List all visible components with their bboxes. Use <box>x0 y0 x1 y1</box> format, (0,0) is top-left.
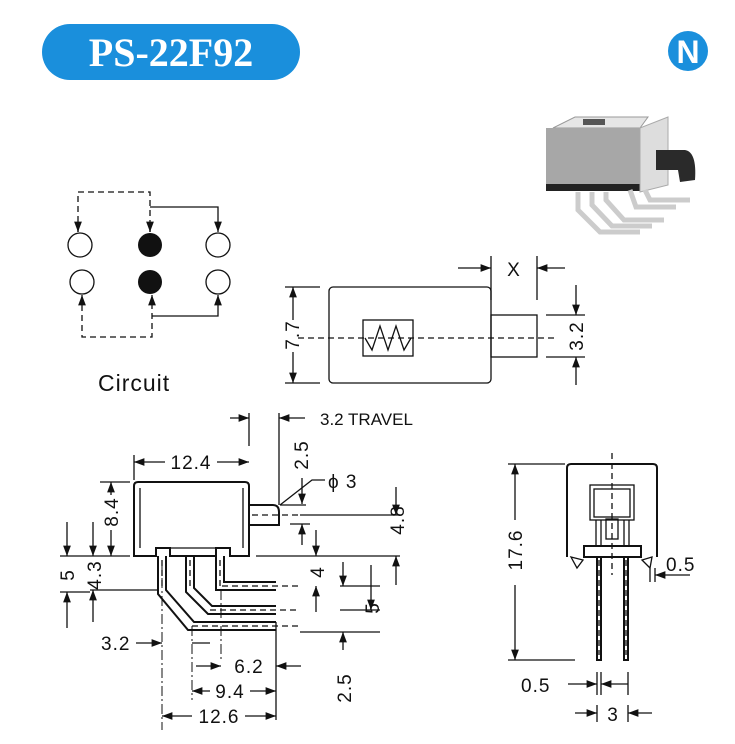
body-length-12-4: 12.4 <box>171 453 212 474</box>
model-title-badge: PS-22F92 <box>42 24 300 80</box>
height-4-8: 4.8 <box>388 505 409 534</box>
pitch-4: 4 <box>308 566 329 578</box>
travel-label: 3.2 TRAVEL <box>320 410 413 429</box>
lead-6-2: 6.2 <box>234 657 263 678</box>
tip-2-5: 2.5 <box>335 673 356 702</box>
travel-x-label: X <box>507 260 521 281</box>
pin-pitch-3: 3 <box>607 705 619 726</box>
model-title: PS-22F92 <box>89 30 253 75</box>
lead-9-4: 9.4 <box>215 682 244 703</box>
brand-logo: N <box>668 31 708 71</box>
body-height-8-4: 8.4 <box>102 497 123 526</box>
circuit-label: Circuit <box>98 370 170 396</box>
height-5: 5 <box>58 569 79 581</box>
offset-3-2: 3.2 <box>101 634 130 655</box>
total-height-17-6: 17.6 <box>506 530 527 571</box>
side-view-drawing: 3.2 TRAVEL 12.4 2.5 ϕ 3 8.4 5 4.3 4.8 4 <box>58 410 413 730</box>
front-view-drawing: 17.6 0.5 0.5 3 <box>506 453 695 726</box>
circuit-diagram: Circuit <box>67 191 231 396</box>
plunger-width-3-2: 3.2 <box>567 321 588 350</box>
pitch-5: 5 <box>363 602 384 614</box>
plunger-diameter: ϕ 3 <box>328 472 358 493</box>
top-view-drawing: X 7.7 3.2 <box>283 256 588 385</box>
product-photo <box>546 116 696 235</box>
lead-12-6: 12.6 <box>199 707 240 728</box>
height-7-7: 7.7 <box>283 320 304 349</box>
pin-width-0-5: 0.5 <box>521 676 550 697</box>
plunger-length-2-5: 2.5 <box>292 440 313 469</box>
logo-letter: N <box>676 34 699 70</box>
tab-0-5: 0.5 <box>666 555 695 576</box>
height-4-3: 4.3 <box>85 560 106 589</box>
